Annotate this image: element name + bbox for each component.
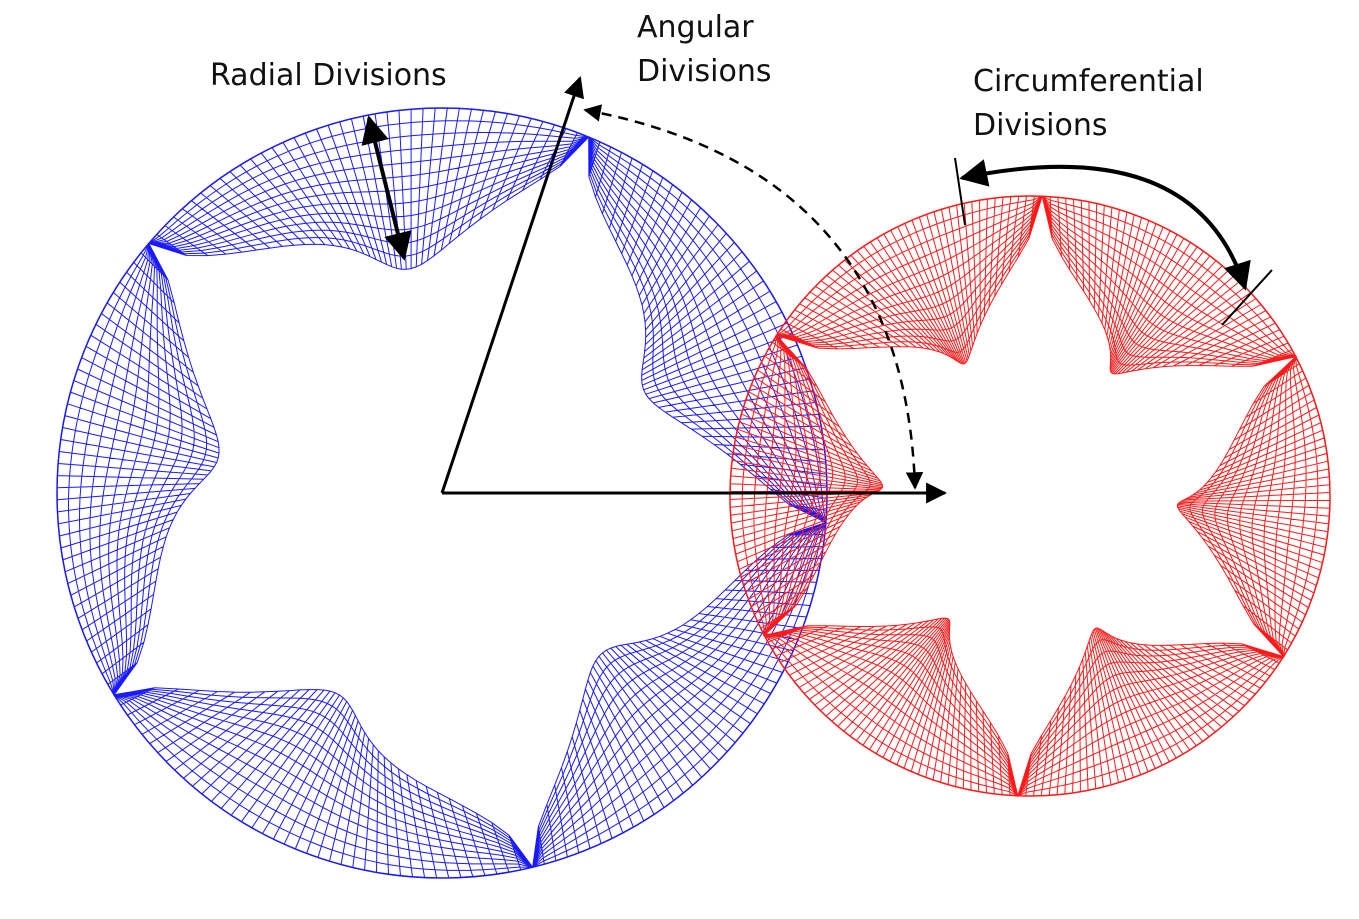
circumferential-tick-right — [1221, 269, 1273, 326]
female-rotor-grid-lines — [729, 195, 1331, 798]
angular-label-line1: Angular — [637, 10, 754, 45]
angular-label-line2: Divisions — [637, 54, 772, 89]
circumferential-label-line1: Circumferential — [973, 64, 1204, 99]
radial-divisions-label: Radial Divisions — [210, 58, 447, 93]
female-rotor-outer-boundary — [729, 195, 1331, 797]
angular-axis-inclined — [440, 76, 584, 494]
angular-divisions-arc-arrow — [583, 104, 924, 490]
angular-divisions-label: Angular Divisions — [637, 6, 772, 94]
radial-divisions-arrow — [361, 115, 412, 261]
circumferential-divisions-arrow — [959, 159, 1251, 291]
circumferential-label-line2: Divisions — [973, 108, 1108, 143]
circumferential-divisions-label: Circumferential Divisions — [973, 60, 1204, 148]
female-rotor-mesh — [729, 195, 1331, 798]
circumferential-tick-left — [954, 157, 966, 226]
